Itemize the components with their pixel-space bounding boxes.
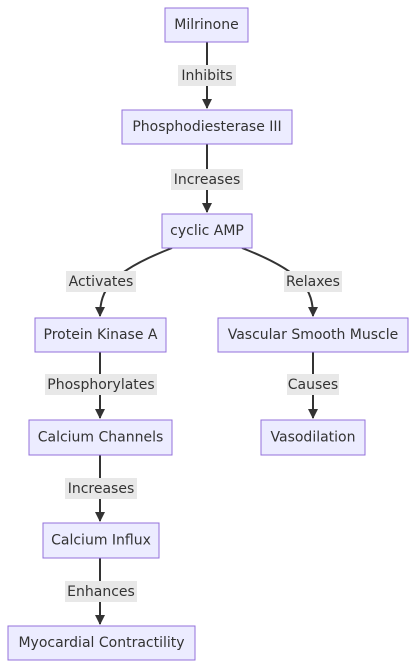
node-phosphodiesterase-iii-label: Phosphodiesterase III [132,119,281,135]
node-cyclic-amp-label: cyclic AMP [170,223,244,239]
node-calcium-channels-label: Calcium Channels [38,430,164,446]
node-milrinone-label: Milrinone [174,17,238,33]
node-protein-kinase-a: Protein Kinase A [34,317,167,353]
node-myocardial-contractility: Myocardial Contractility [7,625,196,661]
edge-label-phosphorylates-text: Phosphorylates [47,377,154,393]
edge-label-increases-1-text: Increases [174,172,241,188]
edge-label-enhances: Enhances [65,581,137,602]
edge-label-activates-text: Activates [69,274,134,290]
node-milrinone: Milrinone [164,7,249,43]
edge-label-inhibits-text: Inhibits [181,68,232,84]
edge-label-phosphorylates: Phosphorylates [45,374,157,395]
node-vascular-smooth-muscle-label: Vascular Smooth Muscle [228,327,399,343]
edge-label-causes: Causes [287,374,339,395]
node-cyclic-amp: cyclic AMP [161,213,253,249]
edge-label-increases-1: Increases [171,169,243,190]
node-vasodilation: Vasodilation [260,419,366,456]
node-vasodilation-label: Vasodilation [271,430,356,446]
edge-label-relaxes: Relaxes [284,271,342,292]
edge-label-increases-2: Increases [65,478,137,499]
node-myocardial-contractility-label: Myocardial Contractility [18,635,184,651]
node-calcium-channels: Calcium Channels [28,419,173,456]
edge-label-relaxes-text: Relaxes [286,274,340,290]
edge-label-enhances-text: Enhances [67,584,135,600]
edge-label-activates: Activates [66,271,136,292]
node-phosphodiesterase-iii: Phosphodiesterase III [121,109,293,145]
edge-label-increases-2-text: Increases [68,481,135,497]
edge-label-inhibits: Inhibits [178,65,236,86]
node-vascular-smooth-muscle: Vascular Smooth Muscle [217,317,409,353]
node-protein-kinase-a-label: Protein Kinase A [44,327,158,343]
node-calcium-influx: Calcium Influx [42,522,160,559]
node-calcium-influx-label: Calcium Influx [51,533,151,549]
edge-label-causes-text: Causes [288,377,338,393]
